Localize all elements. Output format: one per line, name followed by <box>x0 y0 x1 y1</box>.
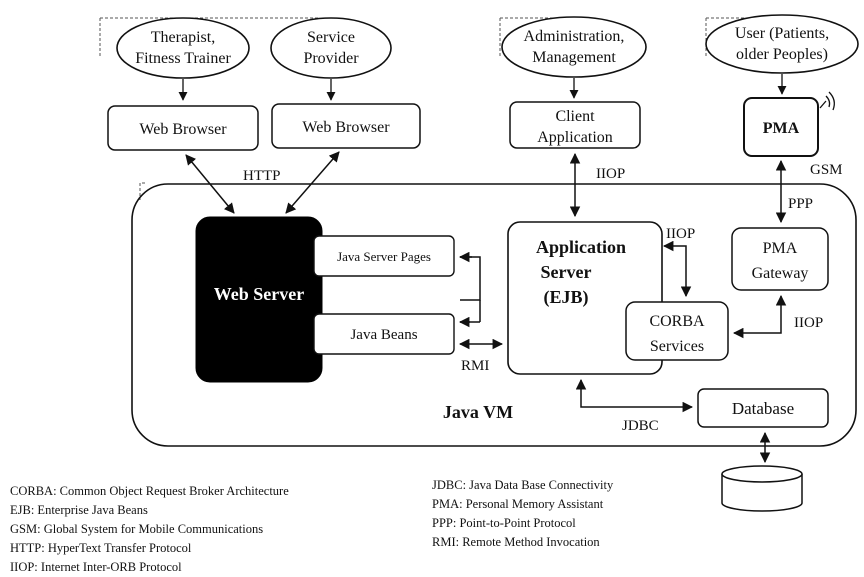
web-browser-2: Web Browser <box>271 103 421 149</box>
pma-label: PMA <box>763 120 800 137</box>
actor-therapist-line1: Therapist, <box>151 29 215 46</box>
corba-line1: CORBA <box>649 313 705 330</box>
legend-item: CORBA: Common Object Request Broker Arch… <box>10 484 289 498</box>
label-rmi: RMI <box>461 358 489 374</box>
protocol-labels: HTTP IIOP GSM PPP IIOP IIOP RMI JDBC <box>243 162 843 434</box>
actor-user-line2: older Peoples) <box>736 46 828 63</box>
legend-item: RMI: Remote Method Invocation <box>432 535 600 549</box>
label-iiop-client: IIOP <box>596 166 625 182</box>
label-http: HTTP <box>243 168 281 184</box>
database-box: Database <box>697 388 829 428</box>
actor-user: User (Patients, older Peoples) <box>705 14 859 74</box>
actor-service-provider: Service Provider <box>270 17 392 79</box>
web-server-label: Web Server <box>214 284 304 304</box>
web-browser-1: Web Browser <box>107 105 259 151</box>
corba-line2: Services <box>650 338 704 355</box>
java-vm-container <box>131 183 857 447</box>
gateway-line1: PMA <box>763 240 798 257</box>
app-server-line1: Application <box>536 237 626 257</box>
connections <box>185 151 787 464</box>
client-application: Client Application <box>509 101 641 149</box>
actor-therapist-line2: Fitness Trainer <box>135 50 231 67</box>
legend-item: JDBC: Java Data Base Connectivity <box>432 478 614 492</box>
pma-device: PMA <box>743 91 835 157</box>
legend-item: PPP: Point-to-Point Protocol <box>432 516 576 530</box>
client-app-line1: Client <box>555 108 595 125</box>
label-ppp: PPP <box>788 196 813 212</box>
java-beans: Java Beans <box>313 313 455 355</box>
label-gsm: GSM <box>810 162 843 178</box>
app-server-line2: Server <box>541 262 592 282</box>
actor-admin-line1: Administration, <box>524 28 625 45</box>
actor-user-line1: User (Patients, <box>735 25 829 42</box>
java-server-pages: Java Server Pages <box>313 235 455 277</box>
web-server <box>195 216 323 383</box>
application-server: Application Server (EJB) <box>507 221 663 375</box>
web-browser-1-label: Web Browser <box>139 121 227 138</box>
actor-provider-line1: Service <box>307 29 355 46</box>
legend-right: JDBC: Java Data Base Connectivity PMA: P… <box>432 476 613 552</box>
gateway-line2: Gateway <box>752 265 809 282</box>
wireless-signal-icon <box>819 91 835 111</box>
legend-item: PMA: Personal Memory Assistant <box>432 497 604 511</box>
legend-item: IIOP: Internet Inter-ORB Protocol <box>10 560 182 574</box>
actor-administration: Administration, Management <box>501 16 647 78</box>
java-vm-label: Java VM <box>443 402 513 422</box>
java-beans-label: Java Beans <box>350 327 417 343</box>
database-label: Database <box>732 399 794 418</box>
database-cylinder-icon <box>721 465 803 512</box>
client-app-line2: Application <box>537 129 613 146</box>
legend-item: GSM: Global System for Mobile Communicat… <box>10 522 264 536</box>
label-iiop-corba: IIOP <box>666 226 695 242</box>
actor-admin-line2: Management <box>532 49 616 66</box>
jsp-label: Java Server Pages <box>337 249 431 264</box>
legend-item: HTTP: HyperText Transfer Protocol <box>10 541 192 555</box>
legend-item: EJB: Enterprise Java Beans <box>10 503 148 517</box>
actor-therapist: Therapist, Fitness Trainer <box>116 17 250 79</box>
corba-services: CORBA Services <box>625 301 729 361</box>
app-server-line3: (EJB) <box>544 287 589 308</box>
label-iiop-gateway: IIOP <box>794 315 823 331</box>
legend-left: CORBA: Common Object Request Broker Arch… <box>10 482 289 577</box>
pma-gateway: PMA Gateway <box>731 227 829 291</box>
actor-provider-line2: Provider <box>303 50 359 67</box>
actor-arrows <box>178 74 787 101</box>
label-jdbc: JDBC <box>622 418 659 434</box>
web-browser-2-label: Web Browser <box>302 119 390 136</box>
